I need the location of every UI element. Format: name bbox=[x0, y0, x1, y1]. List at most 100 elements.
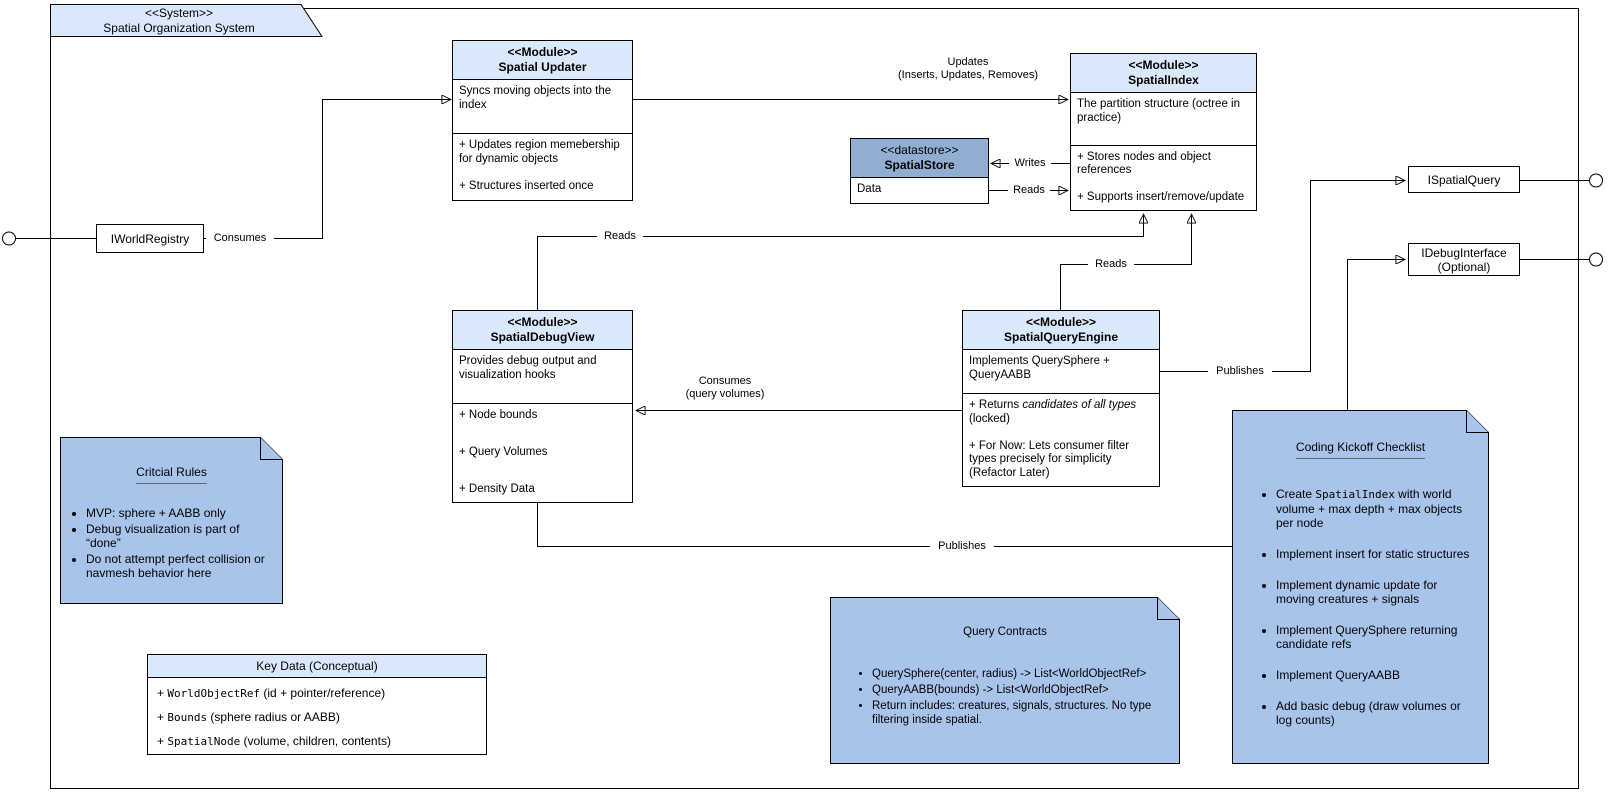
item-text: + Supports insert/remove/update bbox=[1077, 191, 1245, 204]
item-text: + Stores nodes and object references bbox=[1077, 150, 1211, 177]
datastore-body-text: Data bbox=[857, 183, 882, 195]
world-registry-lollipop-icon bbox=[2, 231, 16, 246]
module-spatial-debug-view[interactable]: <<Module>> SpatialDebugView Provides deb… bbox=[452, 310, 633, 503]
item-text: + Structures inserted once bbox=[459, 179, 594, 192]
item-text: + Query Volumes bbox=[459, 445, 548, 458]
note-bullet: MVP: sphere + AABB only bbox=[86, 506, 275, 520]
table-row: + WorldObjectRef (id + pointer/reference… bbox=[157, 686, 477, 700]
stereotype-label: <<Module>> bbox=[507, 315, 578, 329]
module-spatial-query-engine[interactable]: <<Module>> SpatialQueryEngine Implements… bbox=[962, 310, 1160, 487]
note-bullet: Debug visualization is part of “done” bbox=[86, 522, 275, 550]
module-spatial-updater-summary: Syncs moving objects into the index bbox=[453, 80, 632, 133]
module-spatial-debug-view-header: <<Module>> SpatialDebugView bbox=[453, 311, 632, 350]
row-prefix: + bbox=[157, 734, 168, 748]
table-row: + SpatialNode (volume, children, content… bbox=[157, 734, 477, 748]
note-bullet: Do not attempt perfect collision or navm… bbox=[86, 552, 275, 580]
edge-label-writes: Writes bbox=[1009, 157, 1051, 170]
bullet-suffix: with world volume + max depth + max obje… bbox=[1276, 487, 1463, 530]
datastore-spatial-store[interactable]: <<datastore>> SpatialStore Data bbox=[850, 138, 989, 204]
note-bullet: Return includes: creatures, signals, str… bbox=[872, 699, 1168, 727]
module-name: SpatialIndex bbox=[1128, 73, 1199, 87]
row-rest: (id + pointer/reference) bbox=[260, 686, 386, 700]
module-spatial-updater-items: + Updates region memebership for dynamic… bbox=[453, 133, 632, 200]
note-bullet: Implement QuerySphere returning candidat… bbox=[1276, 623, 1479, 651]
bullet-prefix: Create bbox=[1276, 487, 1316, 501]
module-spatial-index[interactable]: <<Module>> SpatialIndex The partition st… bbox=[1070, 53, 1257, 211]
note-outline bbox=[60, 437, 283, 604]
module-name: Spatial Updater bbox=[498, 60, 587, 74]
note-title: Coding Kickoff Checklist bbox=[1232, 440, 1489, 459]
interface-spatial-query[interactable]: ISpatialQuery bbox=[1408, 166, 1520, 193]
note-bullet: Create SpatialIndex with world volume + … bbox=[1276, 487, 1479, 530]
module-spatial-query-engine-header: <<Module>> SpatialQueryEngine bbox=[963, 311, 1159, 350]
spatial-query-lollipop-icon bbox=[1589, 173, 1603, 188]
edge-label-updates-line2: (Inserts, Updates, Removes) bbox=[898, 69, 1038, 81]
edge-label-consumes-query: Consumes (query volumes) bbox=[650, 375, 800, 401]
note-outline bbox=[830, 597, 1180, 764]
table-key-data[interactable]: Key Data (Conceptual) + WorldObjectRef (… bbox=[147, 654, 487, 755]
summary-text: Provides debug output and visualization … bbox=[459, 355, 597, 381]
summary-text: Implements QuerySphere + QueryAABB bbox=[969, 355, 1110, 381]
bullet-code: SpatialIndex bbox=[1315, 488, 1395, 501]
debug-interface-lollipop-icon bbox=[1589, 252, 1603, 267]
datastore-name: SpatialStore bbox=[884, 158, 955, 172]
stereotype-label: <<Module>> bbox=[507, 45, 578, 59]
edge-label-publishes-query: Publishes bbox=[1208, 365, 1272, 378]
datastore-header: <<datastore>> SpatialStore bbox=[851, 139, 988, 178]
datastore-body: Data bbox=[851, 178, 988, 202]
system-label-shape[interactable] bbox=[50, 4, 323, 37]
note-bullet-list: Create SpatialIndex with world volume + … bbox=[1232, 487, 1489, 727]
system-name: Spatial Organization System bbox=[103, 21, 255, 35]
item-prefix: + Returns bbox=[969, 399, 1023, 412]
edge-label-updates: Updates (Inserts, Updates, Removes) bbox=[878, 56, 1058, 82]
edge-reads-debug bbox=[537, 215, 1144, 310]
item-text: + Updates region memebership for dynamic… bbox=[459, 139, 620, 165]
module-spatial-debug-view-summary: Provides debug output and visualization … bbox=[453, 350, 632, 403]
note-coding-kickoff-checklist[interactable]: Coding Kickoff Checklist Create SpatialI… bbox=[1232, 410, 1489, 764]
table-row: + Bounds (sphere radius or AABB) bbox=[157, 710, 477, 724]
module-spatial-index-header: <<Module>> SpatialIndex bbox=[1071, 54, 1256, 93]
module-spatial-index-summary: The partition structure (octree in pract… bbox=[1071, 93, 1256, 145]
note-bullet-list: QuerySphere(center, radius) -> List<Worl… bbox=[830, 667, 1180, 727]
stereotype-label: <<datastore>> bbox=[880, 143, 959, 157]
summary-text: The partition structure (octree in pract… bbox=[1077, 98, 1240, 124]
note-critical-rules[interactable]: Critcial Rules MVP: sphere + AABB only D… bbox=[60, 437, 283, 604]
row-code: SpatialNode bbox=[167, 735, 241, 748]
interface-world-registry-label: IWorldRegistry bbox=[110, 231, 190, 246]
edge-label-consumes-query-line1: Consumes bbox=[698, 375, 752, 387]
edge-label-reads-query: Reads bbox=[1088, 258, 1134, 271]
row-prefix: + bbox=[157, 686, 168, 700]
interface-debug-label: IDebugInterface bbox=[1421, 245, 1507, 260]
module-spatial-updater[interactable]: <<Module>> Spatial Updater Syncs moving … bbox=[452, 40, 633, 201]
item-italic: candidates of all types bbox=[1022, 399, 1137, 412]
note-query-contracts[interactable]: Query Contracts QuerySphere(center, radi… bbox=[830, 597, 1180, 764]
row-rest: (volume, children, contents) bbox=[240, 734, 391, 748]
note-title: Critcial Rules bbox=[60, 465, 283, 484]
note-bullet: Implement insert for static structures bbox=[1276, 547, 1479, 561]
item-text: + Node bounds bbox=[459, 409, 538, 421]
module-spatial-query-engine-summary: Implements QuerySphere + QueryAABB bbox=[963, 350, 1159, 393]
interface-debug[interactable]: IDebugInterface (Optional) bbox=[1408, 243, 1520, 276]
module-spatial-index-items: + Stores nodes and object references + S… bbox=[1071, 144, 1256, 210]
interface-spatial-query-label: ISpatialQuery bbox=[1427, 172, 1501, 187]
item-suffix: (locked) bbox=[969, 412, 1010, 425]
system-label[interactable]: <<System>> Spatial Organization System bbox=[50, 5, 308, 36]
item-text: + Density Data bbox=[459, 482, 535, 495]
item-text: + For Now: Lets consumer filter types pr… bbox=[969, 439, 1130, 480]
edge-label-consumes-query-line2: (query volumes) bbox=[685, 388, 765, 400]
row-prefix: + bbox=[157, 710, 168, 724]
row-code: Bounds bbox=[167, 711, 208, 724]
item-text: + Returns candidates of all types (locke… bbox=[969, 399, 1153, 427]
stereotype-label: <<Module>> bbox=[1025, 315, 1097, 329]
note-bullet-list: MVP: sphere + AABB only Debug visualizat… bbox=[60, 506, 283, 580]
interface-world-registry[interactable]: IWorldRegistry bbox=[96, 224, 204, 253]
edge-label-reads-store: Reads bbox=[1008, 184, 1050, 197]
row-rest: (sphere radius or AABB) bbox=[207, 710, 340, 724]
system-boundary bbox=[50, 8, 1579, 789]
note-title: Query Contracts bbox=[963, 626, 1047, 638]
note-bullet: Add basic debug (draw volumes or log cou… bbox=[1276, 699, 1479, 727]
module-name: SpatialQueryEngine bbox=[1003, 330, 1119, 344]
interface-debug-optional: (Optional) bbox=[1437, 259, 1491, 274]
module-name: SpatialDebugView bbox=[490, 330, 595, 344]
